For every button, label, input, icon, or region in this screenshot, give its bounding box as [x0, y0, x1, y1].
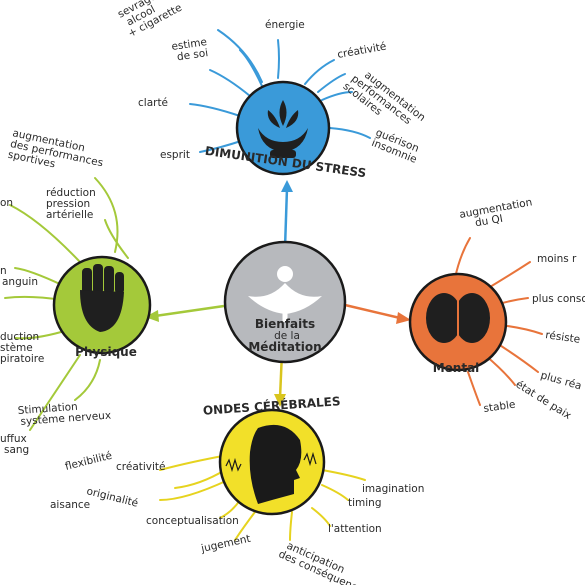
physique-branches	[4, 177, 129, 431]
label-estime: estime de soi	[171, 36, 213, 64]
mental-hub-label: Mental	[433, 361, 480, 375]
arrowhead-physique	[145, 310, 159, 322]
head-profile-icon	[249, 424, 302, 504]
label-originalite: originalité	[85, 485, 139, 509]
label-afflux: uffux sang	[0, 433, 30, 456]
lotus-hands-icon	[258, 100, 308, 158]
label-moins: moins r	[537, 253, 577, 265]
connector-to-stress	[283, 187, 289, 249]
center-title-1: Bienfaits	[255, 317, 315, 331]
label-physique-cut-1: on	[0, 197, 13, 209]
label-esprit: esprit	[160, 149, 190, 161]
label-flexibilite: flexibilité	[64, 450, 113, 473]
label-plus-rea: plus réa	[539, 369, 583, 392]
arrowhead-stress	[281, 180, 293, 192]
label-stimulation: Stimulation système nerveux	[17, 399, 111, 428]
center-connectors	[145, 180, 411, 407]
stress-hub: DIMUNITION DU STRESS	[204, 80, 367, 180]
mental-hub: Mental	[408, 272, 508, 375]
stress-branches	[189, 29, 371, 153]
brain-icon	[426, 293, 490, 343]
label-jugement: jugement	[199, 533, 252, 555]
label-imagination: imagination	[362, 483, 424, 495]
label-respiratoire: duction stème piratoire	[0, 331, 44, 365]
label-conceptualisation: conceptualisation	[146, 515, 239, 527]
label-pression: réduction pression artérielle	[46, 187, 99, 221]
label-clarte: clarté	[138, 97, 168, 109]
label-energie: énergie	[265, 19, 305, 31]
arrowhead-ondes	[274, 394, 286, 407]
ondes-hub: ONDES CÉRÉBRALES	[202, 393, 341, 516]
label-anticipation: anticipation des conséquences	[277, 538, 375, 585]
connector-to-physique	[154, 304, 225, 318]
label-guerison: guérison insomnie	[370, 127, 424, 167]
center-node: Bienfaits de la Méditation	[223, 240, 347, 364]
arrowhead-mental	[396, 312, 411, 324]
physique-hub-label: Physique	[75, 345, 137, 359]
fist-icon	[80, 264, 124, 332]
physique-labels: augmentation des performances sportives …	[0, 127, 111, 456]
label-plus-conso: plus conso	[532, 293, 585, 305]
label-creativite-stress: créativité	[336, 41, 387, 61]
connector-to-mental	[344, 303, 401, 320]
physique-hub: Physique	[52, 255, 152, 359]
label-sanguin: n anguin	[0, 265, 38, 288]
label-timing: timing	[348, 497, 382, 509]
label-stable: stable	[483, 399, 516, 415]
label-creativite-ondes: créativité	[116, 461, 166, 473]
label-performances-sportives: augmentation des performances sportives	[7, 127, 110, 181]
label-qi: augmentation du QI	[458, 196, 538, 232]
label-sevrage: sevrage alcool + cigarette	[116, 0, 184, 40]
stress-hub-circle	[235, 80, 331, 176]
brainwave-lines	[225, 451, 317, 473]
label-attention: l'attention	[328, 523, 382, 535]
label-aisance: aisance	[50, 499, 90, 511]
meditation-figure-icon	[248, 266, 322, 322]
center-title-3: Méditation	[248, 340, 321, 354]
center-title-2: de la	[274, 330, 300, 342]
label-resiste: résiste	[545, 329, 581, 346]
